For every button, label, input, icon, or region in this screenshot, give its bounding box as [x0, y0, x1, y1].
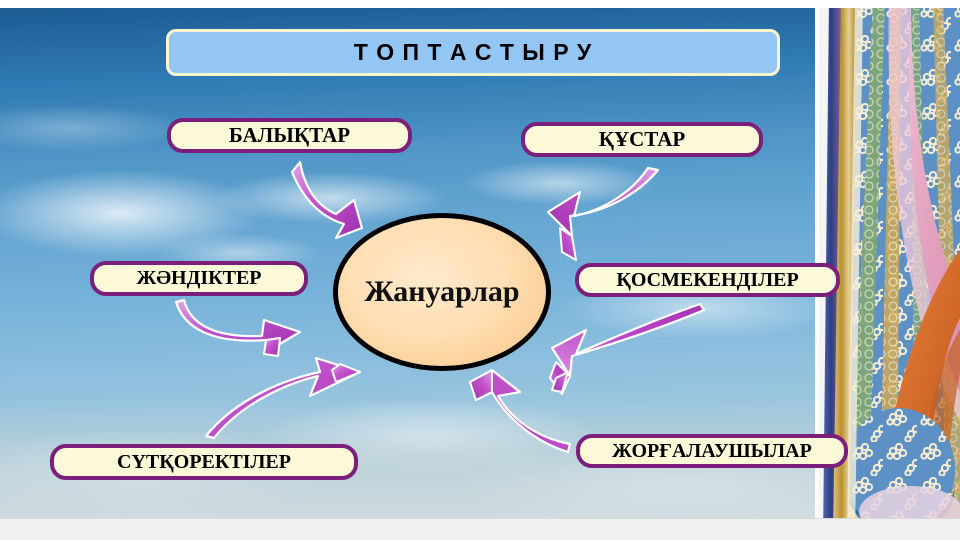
category-label-fish-text: БАЛЫҚТАР: [228, 123, 351, 147]
center-node-animals[interactable]: Жануарлар: [333, 213, 551, 371]
category-label-reptiles-text: ЖОРҒАЛАУШЫЛАР: [612, 439, 812, 462]
bottom-white-strip: [0, 518, 960, 540]
category-label-amphibians-text: ҚОСМЕКЕНДІЛЕР: [616, 268, 799, 291]
category-label-insects[interactable]: ЖӘНДІКТЕР: [90, 261, 308, 296]
slide-title-text: Т О П Т А С Т Ы Р У: [353, 39, 593, 65]
category-label-insects-text: ЖӘНДІКТЕР: [136, 267, 262, 289]
category-label-mammals[interactable]: СҮТҚОРЕКТІЛЕР: [50, 444, 358, 480]
category-label-birds[interactable]: ҚҰСТАР: [521, 122, 763, 157]
category-label-amphibians[interactable]: ҚОСМЕКЕНДІЛЕР: [575, 263, 840, 297]
slide-title-banner: Т О П Т А С Т Ы Р У: [166, 29, 780, 76]
category-label-mammals-text: СҮТҚОРЕКТІЛЕР: [117, 450, 291, 473]
category-label-fish[interactable]: БАЛЫҚТАР: [167, 118, 412, 153]
category-label-reptiles[interactable]: ЖОРҒАЛАУШЫЛАР: [576, 434, 848, 468]
center-node-text: Жануарлар: [364, 275, 520, 308]
category-label-birds-text: ҚҰСТАР: [598, 127, 686, 151]
top-white-strip: [0, 0, 960, 8]
